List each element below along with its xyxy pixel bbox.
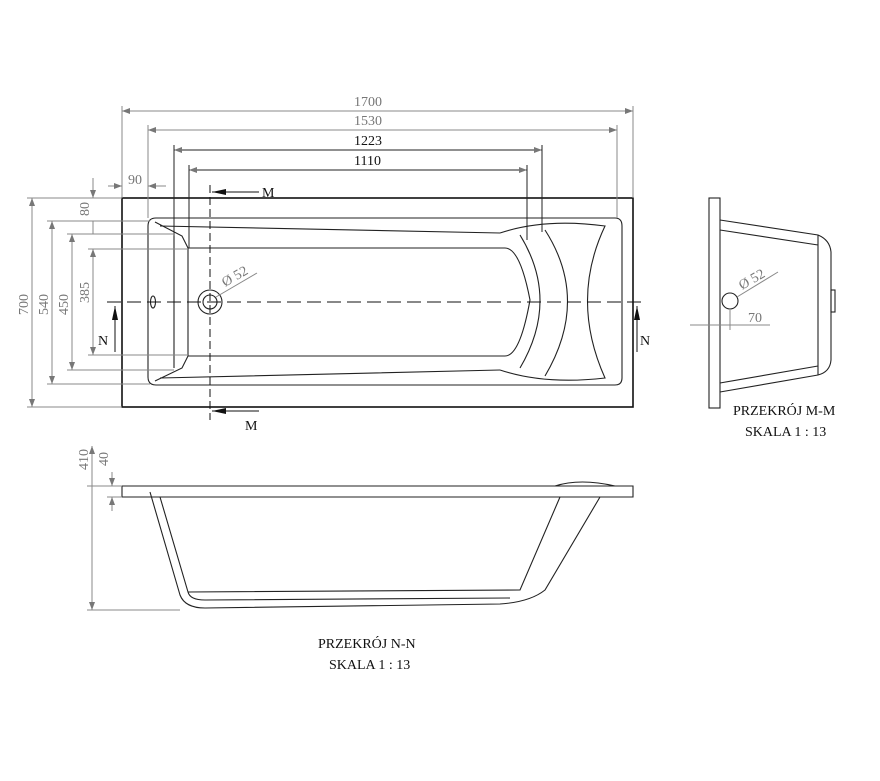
section-n-label-right: N bbox=[640, 334, 650, 349]
section-mm: Ø 52 70 PRZEKRÓJ M-M SKALA 1 : 13 bbox=[690, 197, 836, 440]
top-view: M M N N Ø 52 1700 1530 1223 1110 90 bbox=[17, 95, 650, 434]
nn-dim-40: 40 bbox=[97, 452, 112, 466]
dim-1530: 1530 bbox=[354, 114, 382, 129]
dim-90: 90 bbox=[128, 173, 142, 188]
dim-1223: 1223 bbox=[354, 134, 382, 149]
drain-hole-icon bbox=[721, 292, 739, 310]
mm-offset-70: 70 bbox=[748, 311, 762, 326]
dim-540: 540 bbox=[37, 294, 52, 315]
dim-80: 80 bbox=[78, 202, 93, 216]
rim-profile bbox=[121, 485, 634, 498]
section-nn: 410 40 PRZEKRÓJ N-N SKALA 1 : 13 bbox=[77, 446, 634, 673]
dim-700: 700 bbox=[17, 294, 32, 315]
dim-450: 450 bbox=[57, 294, 72, 315]
dim-385: 385 bbox=[78, 282, 93, 303]
section-n-label-left: N bbox=[98, 334, 108, 349]
nn-dim-410: 410 bbox=[77, 449, 92, 470]
backrest bbox=[499, 222, 606, 381]
basin-profile bbox=[149, 491, 601, 609]
mm-title: PRZEKRÓJ M-M bbox=[733, 402, 836, 419]
dim-1110: 1110 bbox=[354, 154, 381, 169]
nn-title: PRZEKRÓJ N-N bbox=[318, 635, 416, 652]
nn-scale: SKALA 1 : 13 bbox=[329, 658, 410, 673]
basin-outer bbox=[147, 217, 623, 386]
basin-floor bbox=[187, 247, 531, 357]
rim-profile bbox=[708, 197, 721, 409]
mm-scale: SKALA 1 : 13 bbox=[745, 425, 826, 440]
section-m-label-bottom: M bbox=[245, 419, 258, 434]
dim-1700: 1700 bbox=[354, 95, 382, 110]
mm-drain-diameter: Ø 52 bbox=[737, 267, 768, 294]
section-m-label-top: M bbox=[262, 186, 275, 201]
drain-diameter-label: Ø 52 bbox=[220, 264, 251, 291]
